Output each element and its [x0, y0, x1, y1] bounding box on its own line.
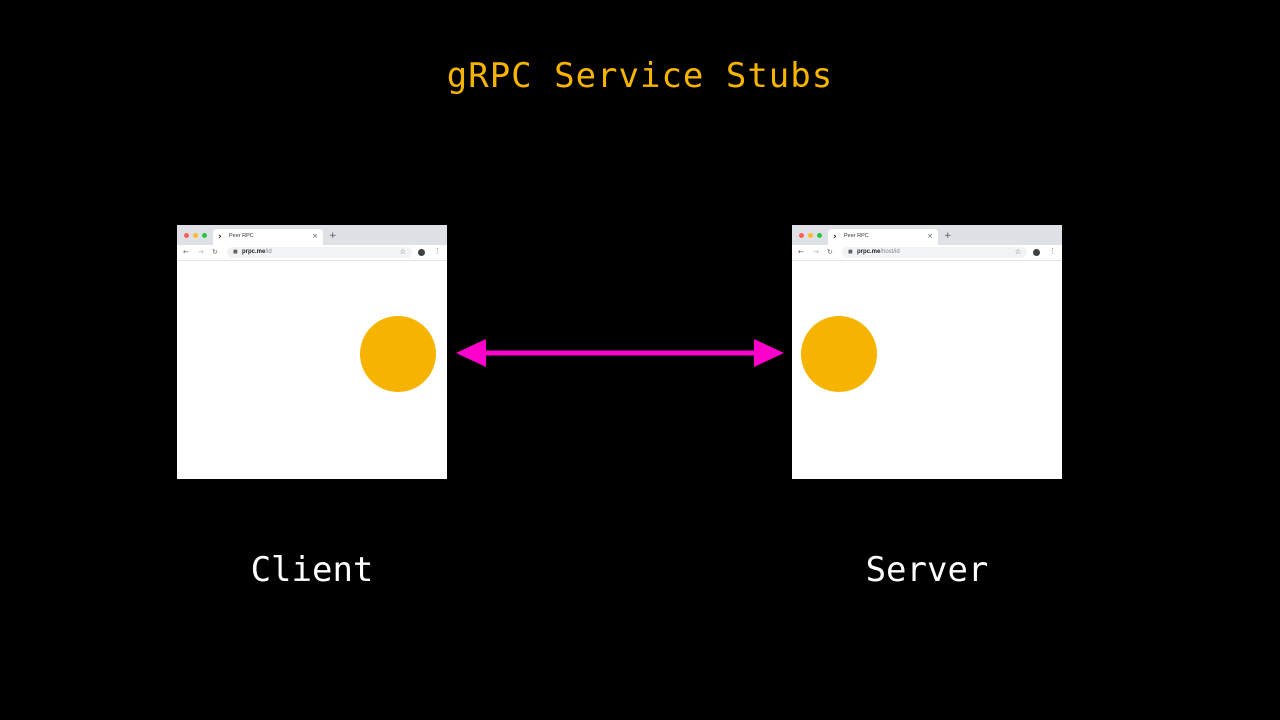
kebab-menu-icon[interactable]: ⋮ — [1049, 247, 1056, 255]
close-icon[interactable]: × — [312, 232, 318, 240]
arrow-head-right — [754, 339, 784, 367]
chevron-right-icon: › — [833, 232, 837, 242]
lock-icon: ■ — [233, 249, 238, 255]
kebab-menu-icon[interactable]: ⋮ — [434, 247, 441, 255]
url: prpc.me/host/id — [857, 248, 900, 257]
star-icon[interactable]: ☆ — [1014, 248, 1021, 256]
chevron-right-icon: › — [218, 232, 222, 242]
maximize-window-button[interactable] — [817, 233, 822, 238]
double-headed-arrow — [456, 339, 784, 367]
server-label: Server — [865, 550, 989, 590]
minimize-window-button[interactable] — [808, 233, 813, 238]
tab-bar: › Peer RPC × + — [177, 225, 447, 245]
plus-icon[interactable]: + — [944, 231, 952, 241]
close-icon[interactable]: × — [927, 232, 933, 240]
minimize-window-button[interactable] — [193, 233, 198, 238]
slide-title: gRPC Service Stubs — [446, 56, 834, 96]
arrow-left-icon[interactable]: ← — [798, 248, 804, 256]
avatar[interactable] — [418, 249, 425, 256]
browser-toolbar: ← → ↻ ■ prpc.me/host/id ☆ ⋮ — [792, 245, 1062, 261]
server-circle — [801, 316, 877, 392]
server-browser-window: › Peer RPC × + ← → ↻ ■ prpc.me/host/id ☆… — [792, 225, 1062, 479]
tab-title: Peer RPC — [844, 233, 869, 239]
arrow-right-icon[interactable]: → — [198, 248, 204, 256]
arrow-right-icon[interactable]: → — [813, 248, 819, 256]
plus-icon[interactable]: + — [329, 231, 337, 241]
reload-icon[interactable]: ↻ — [212, 248, 218, 256]
close-window-button[interactable] — [184, 233, 189, 238]
tab-bar: › Peer RPC × + — [792, 225, 1062, 245]
lock-icon: ■ — [848, 249, 853, 255]
url-host: prpc.me — [857, 249, 881, 255]
browser-tab[interactable]: › Peer RPC × — [828, 229, 938, 245]
client-circle — [360, 316, 436, 392]
address-bar[interactable]: ■ prpc.me/host/id ☆ — [842, 247, 1027, 258]
url-host: prpc.me — [242, 249, 266, 255]
arrow-left-icon[interactable]: ← — [183, 248, 189, 256]
avatar[interactable] — [1033, 249, 1040, 256]
url-path: /host/id — [880, 249, 900, 255]
close-window-button[interactable] — [799, 233, 804, 238]
client-label: Client — [250, 550, 374, 590]
tab-title: Peer RPC — [229, 233, 254, 239]
browser-toolbar: ← → ↻ ■ prpc.me/id ☆ ⋮ — [177, 245, 447, 261]
url-path: /id — [265, 249, 272, 255]
maximize-window-button[interactable] — [202, 233, 207, 238]
browser-tab[interactable]: › Peer RPC × — [213, 229, 323, 245]
reload-icon[interactable]: ↻ — [827, 248, 833, 256]
address-bar[interactable]: ■ prpc.me/id ☆ — [227, 247, 412, 258]
arrow-head-left — [456, 339, 486, 367]
url: prpc.me/id — [242, 248, 272, 257]
client-browser-window: › Peer RPC × + ← → ↻ ■ prpc.me/id ☆ ⋮ — [177, 225, 447, 479]
star-icon[interactable]: ☆ — [399, 248, 406, 256]
